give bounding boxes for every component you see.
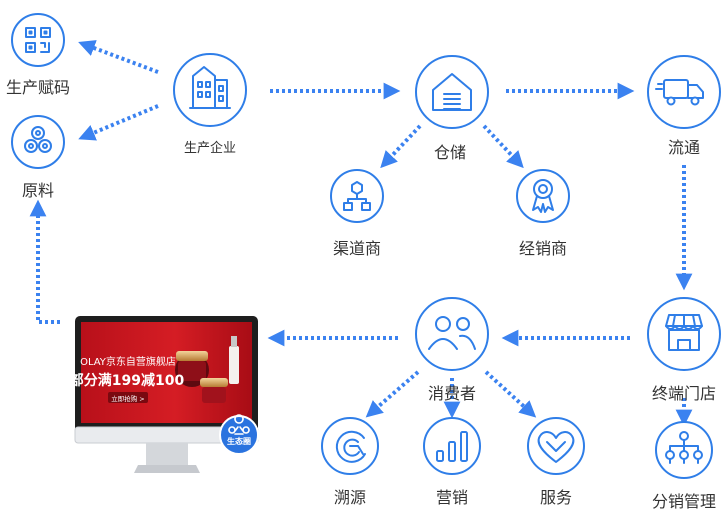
ad-store-name: OLAY京东自营旗舰店 (80, 357, 176, 368)
award-badge-icon (532, 179, 554, 213)
ad-button-bg (108, 392, 148, 403)
monitor (74, 316, 259, 473)
factory-building-icon (189, 66, 231, 109)
warehouse-label: 仓储 (433, 143, 467, 162)
bar-chart-icon (436, 431, 468, 462)
material-rolls-icon (24, 126, 52, 153)
trace-g-icon (335, 430, 366, 463)
ad-screen (81, 322, 252, 423)
arrow-warehouse-to-channel (380, 124, 422, 169)
users-icon (428, 316, 476, 350)
dist-mgmt-label: 分销管理 (651, 492, 717, 511)
arrow-monitor-to-material (29, 199, 60, 324)
ad-buy-button[interactable]: 立即抢购 > (111, 395, 145, 403)
monitor-neck (146, 443, 188, 465)
arrow-consumer-to-trace (365, 370, 420, 418)
ad-product-bottle (229, 346, 239, 384)
trace-label: 溯源 (333, 488, 367, 507)
warehouse-icon (432, 73, 472, 111)
ecosystem-badge[interactable] (219, 415, 259, 455)
channel-network-icon (343, 181, 371, 211)
ad-promo-text: 部分满199减100 (69, 373, 185, 389)
ad-small-jar-lid (200, 378, 228, 387)
monitor-stand (134, 465, 200, 473)
ecosystem-badge-label: 生态圈 (227, 437, 251, 446)
ad-jar-lid (176, 351, 208, 361)
org-tree-icon (665, 431, 703, 464)
distributor-node (516, 169, 570, 223)
raw-material-label: 原料 (21, 181, 55, 200)
ad-bottle-cap (231, 336, 237, 347)
production-code-label: 生产赋码 (5, 78, 71, 97)
ecosystem-badge-icon (228, 414, 250, 435)
heart-icon (537, 431, 575, 463)
store-label: 终端门店 (651, 384, 717, 403)
arrow-warehouse-to-distributor (482, 124, 524, 169)
marketing-label: 营销 (435, 488, 469, 507)
raw-material-node (11, 115, 65, 169)
delivery-truck-icon (655, 79, 704, 106)
enterprise-label: 生产企业 (183, 141, 237, 156)
consumer-label: 消费者 (427, 384, 477, 403)
consumer-node (415, 297, 489, 371)
qr-code-icon (25, 27, 51, 53)
arrow-consumer-to-service (484, 370, 537, 418)
service-node (527, 417, 585, 475)
enterprise-node (173, 53, 247, 127)
ad-jar-body (178, 361, 206, 381)
channel-label: 渠道商 (332, 239, 382, 258)
production-code-node (11, 13, 65, 67)
marketing-node (423, 417, 481, 475)
distributor-label: 经销商 (518, 239, 568, 258)
warehouse-node (415, 55, 489, 129)
logistics-node (647, 55, 721, 129)
store-node (647, 297, 721, 371)
arrow-enterprise-to-material (78, 104, 159, 141)
service-label: 服务 (539, 488, 573, 507)
arrow-enterprise-to-code (78, 40, 159, 74)
ad-small-jar-body (202, 387, 226, 403)
logistics-label: 流通 (667, 138, 701, 157)
storefront-icon (665, 314, 703, 351)
